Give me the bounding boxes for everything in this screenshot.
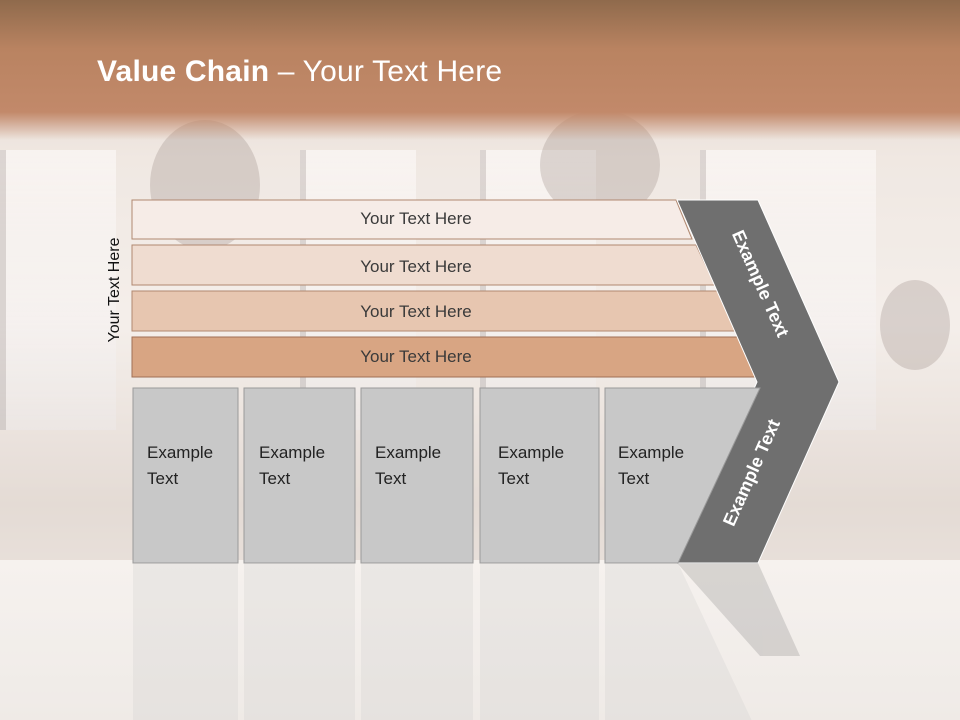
box-5-line1: Example xyxy=(618,443,684,462)
row-label-2: Your Text Here xyxy=(360,257,472,276)
box-4-line2: Text xyxy=(498,469,529,488)
title-bar xyxy=(0,0,960,140)
page-title: Value Chain – Your Text Here xyxy=(97,55,502,89)
box-4 xyxy=(479,387,600,564)
box-1-line1: Example xyxy=(147,443,213,462)
box-3-line2: Text xyxy=(375,469,406,488)
box-3 xyxy=(360,387,474,564)
title-rest: – Your Text Here xyxy=(269,55,503,88)
reflection xyxy=(133,563,800,720)
box-5-line2: Text xyxy=(618,469,649,488)
title-bold: Value Chain xyxy=(97,55,270,88)
box-5 xyxy=(604,387,761,564)
box-2-line1: Example xyxy=(259,443,325,462)
row-label-4: Your Text Here xyxy=(360,347,472,366)
box-3-line1: Example xyxy=(375,443,441,462)
box-1-line2: Text xyxy=(147,469,178,488)
box-2 xyxy=(243,387,356,564)
box-4-line1: Example xyxy=(498,443,564,462)
row-label-3: Your Text Here xyxy=(360,302,472,321)
box-1 xyxy=(132,387,239,564)
box-2-line2: Text xyxy=(259,469,290,488)
row-bar-1 xyxy=(131,199,693,240)
row-label-1: Your Text Here xyxy=(360,209,472,228)
